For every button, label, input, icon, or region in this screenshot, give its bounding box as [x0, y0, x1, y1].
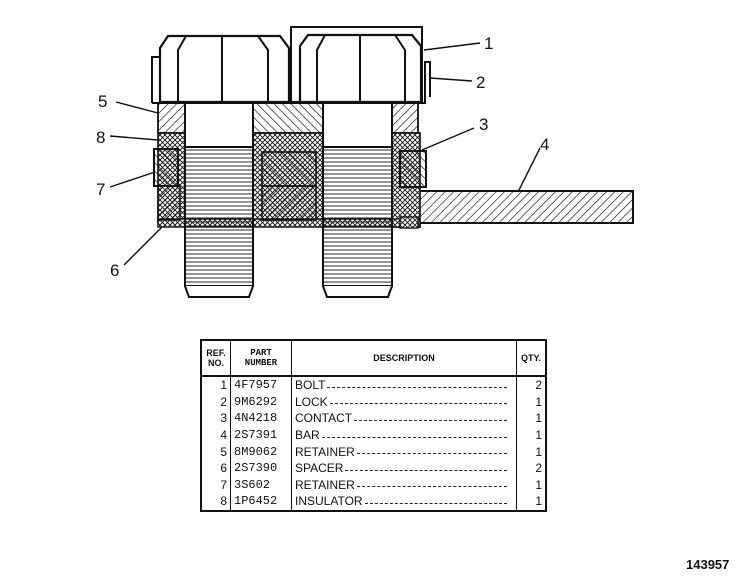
ref-no-cell: 6 — [200, 459, 231, 477]
part-number-cell: 4F7957 — [230, 376, 292, 394]
leader-dashes — [356, 486, 507, 488]
description-cell: BOLT — [291, 376, 517, 394]
part-number-cell: 2S7391 — [230, 426, 292, 444]
drawing-number: 143957 — [686, 557, 730, 572]
part-number-cell: 4N4218 — [230, 410, 292, 427]
description-text: BAR — [295, 428, 320, 443]
description-cell: RETAINER — [291, 476, 517, 494]
ref-no-cell: 1 — [200, 376, 231, 394]
callout-8: 8 — [96, 128, 105, 147]
contact-part — [399, 150, 427, 229]
spacer-part — [157, 151, 317, 221]
retainer-left — [153, 148, 179, 187]
header-ref-no: REF. NO. — [200, 339, 231, 377]
description-text: INSULATOR — [295, 494, 363, 509]
part-number-cell: 3S602 — [230, 476, 292, 494]
description-cell: CONTACT — [291, 410, 517, 427]
header-part-number: PART NUMBER — [230, 339, 292, 377]
callout-7: 7 — [96, 180, 105, 199]
qty-cell: 2 — [516, 376, 547, 394]
description-cell: RETAINER — [291, 443, 517, 460]
qty-cell: 1 — [516, 476, 547, 494]
leader-lines — [109, 42, 541, 266]
description-cell: INSULATOR — [291, 493, 517, 511]
part-number-cell: 8M9062 — [230, 443, 292, 460]
bolt-shanks — [184, 102, 393, 298]
leader-dashes — [321, 436, 507, 438]
header-description: DESCRIPTION — [291, 339, 517, 377]
callout-2: 2 — [476, 73, 485, 92]
description-text: RETAINER — [295, 444, 355, 459]
qty-cell: 1 — [516, 393, 547, 411]
ref-no-cell: 7 — [200, 476, 231, 494]
part-number-cell: 9M6292 — [230, 393, 292, 411]
description-text: CONTACT — [295, 411, 353, 426]
callout-6: 6 — [110, 261, 119, 280]
leader-dashes — [329, 403, 507, 405]
description-cell: LOCK — [291, 393, 517, 411]
qty-cell: 1 — [516, 493, 547, 511]
bar-part — [397, 190, 634, 224]
ref-no-cell: 4 — [200, 426, 231, 444]
description-text: RETAINER — [295, 477, 355, 492]
table-header-row: REF. NO. PART NUMBER DESCRIPTION QTY. — [200, 339, 547, 377]
description-text: BOLT — [295, 378, 326, 393]
leader-dashes — [356, 453, 507, 455]
qty-cell: 1 — [516, 426, 547, 444]
header-qty: QTY. — [516, 339, 547, 377]
leader-dashes — [327, 386, 507, 388]
description-text: SPACER — [295, 461, 344, 476]
description-cell: BAR — [291, 426, 517, 444]
callout-3: 3 — [479, 115, 488, 134]
leader-dashes — [354, 419, 507, 421]
leader-dashes — [345, 469, 507, 471]
part-number-cell: 1P6452 — [230, 493, 292, 511]
callout-1: 1 — [484, 34, 493, 53]
leader-dashes — [364, 502, 507, 504]
qty-cell: 1 — [516, 410, 547, 427]
callout-4: 4 — [540, 135, 549, 154]
ref-no-cell: 2 — [200, 393, 231, 411]
ref-no-cell: 8 — [200, 493, 231, 511]
ref-no-cell: 3 — [200, 410, 231, 427]
description-text: LOCK — [295, 394, 328, 409]
callout-5: 5 — [98, 92, 107, 111]
qty-cell: 2 — [516, 459, 547, 477]
description-cell: SPACER — [291, 459, 517, 477]
part-number-cell: 2S7390 — [230, 459, 292, 477]
qty-cell: 1 — [516, 443, 547, 460]
bolt-heads — [158, 26, 423, 104]
ref-no-cell: 5 — [200, 443, 231, 460]
